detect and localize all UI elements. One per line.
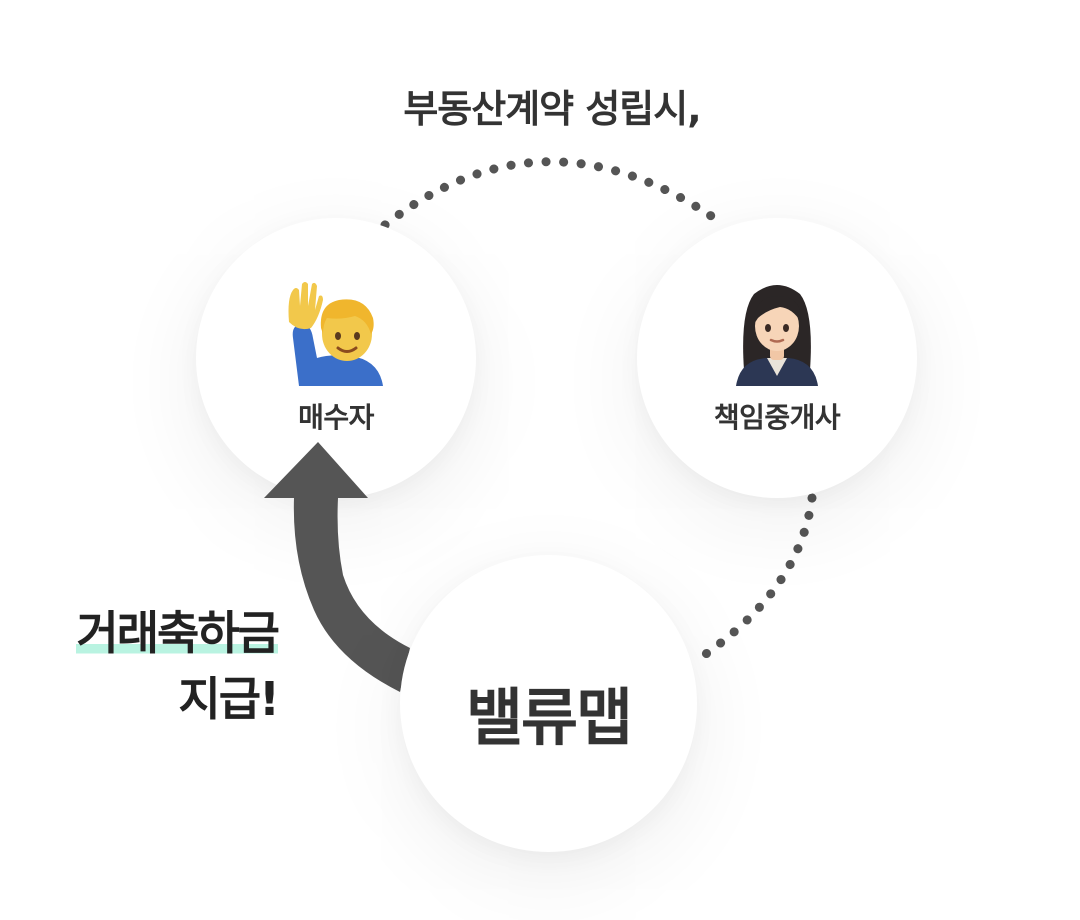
agent-node: 책임중개사 xyxy=(637,218,917,498)
valuemap-node: 밸류맵 xyxy=(400,555,697,852)
man-raising-hand-icon xyxy=(288,282,383,386)
valuemap-label: 밸류맵 xyxy=(465,681,633,754)
reward-line-2: 지급! xyxy=(178,672,280,726)
dotted-arc-agent-to-valuemap xyxy=(695,493,817,663)
buyer-node: 매수자 xyxy=(196,218,476,498)
buyer-label: 매수자 xyxy=(298,401,374,434)
dotted-arc-buyer-to-agent xyxy=(380,157,725,230)
reward-highlight: 거래축하금 xyxy=(76,606,280,660)
agent-label: 책임중개사 xyxy=(713,401,841,434)
businesswoman-icon xyxy=(736,285,818,386)
reward-line-1: 거래축하금 xyxy=(76,600,280,666)
headline-text: 부동산계약 성립시, xyxy=(403,87,701,131)
reward-callout: 거래축하금 지급! xyxy=(76,600,280,732)
